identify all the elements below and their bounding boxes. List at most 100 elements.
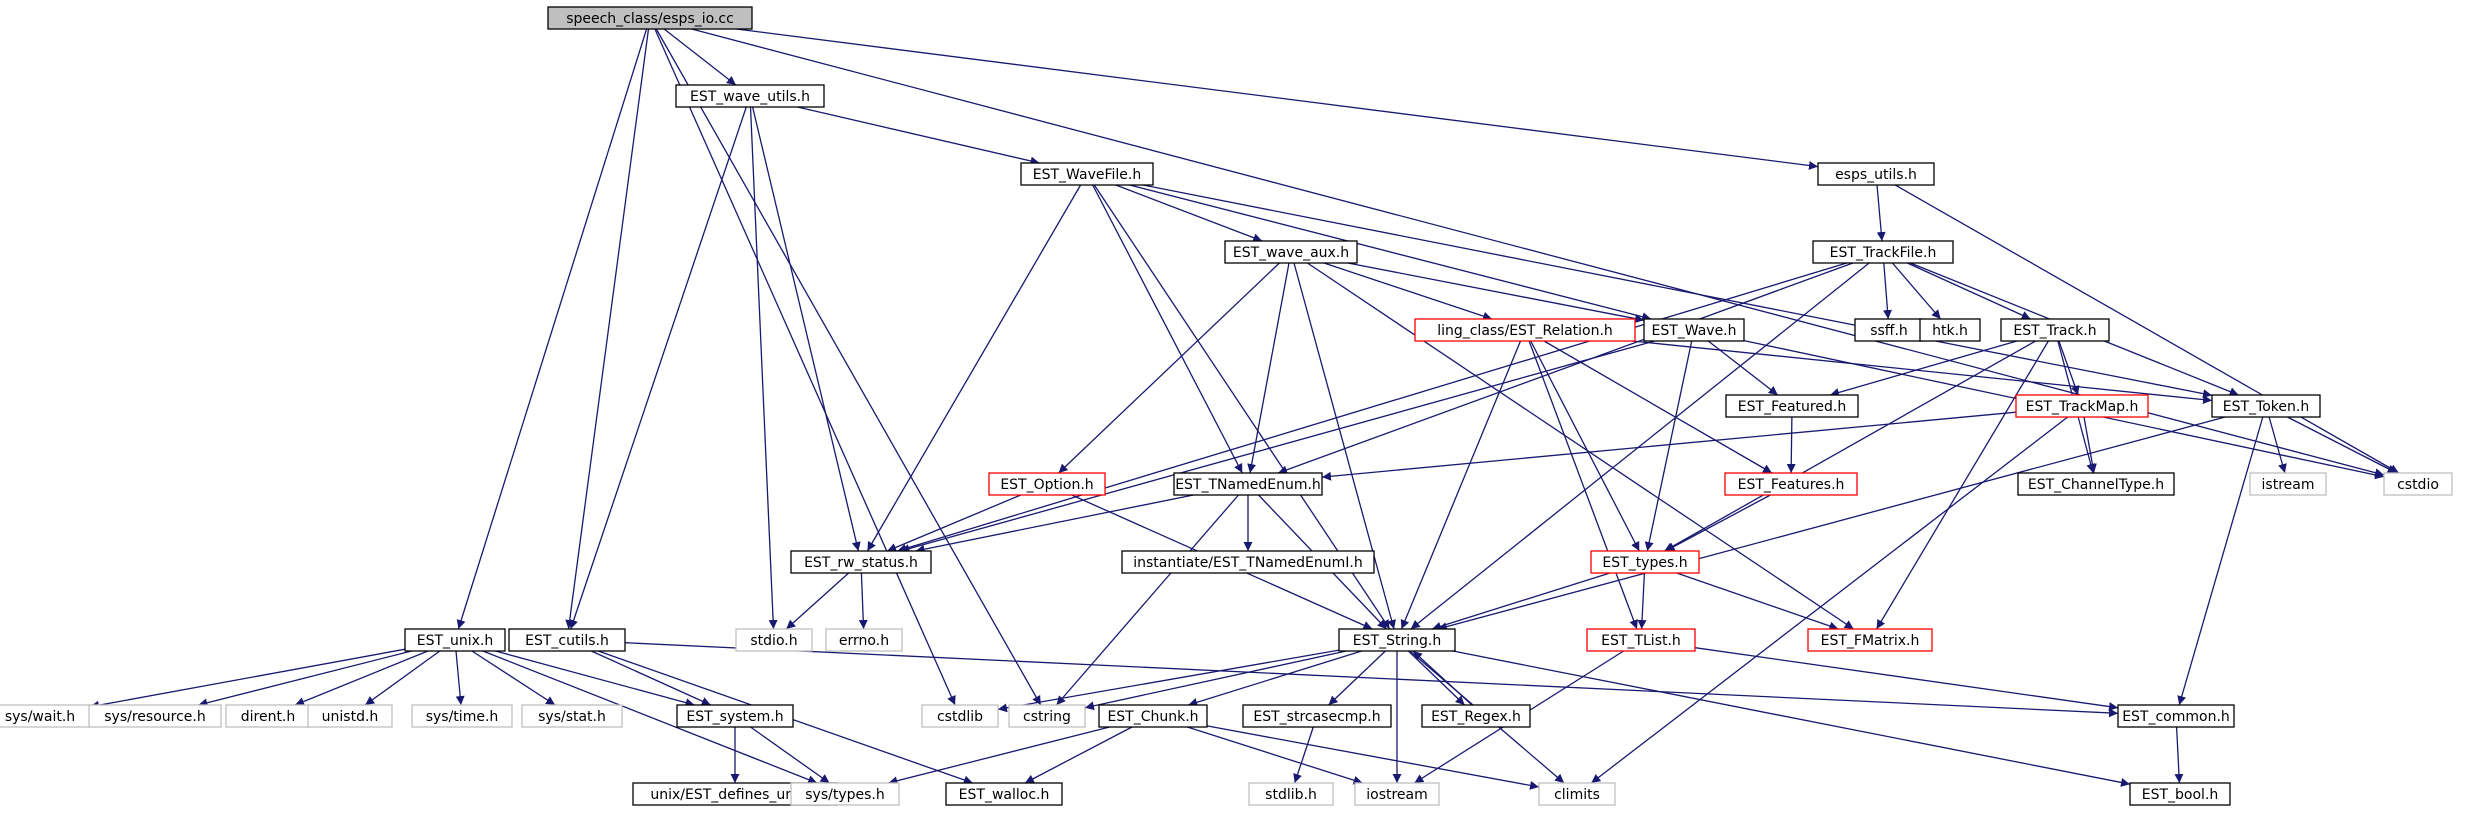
graph-edge-root-to-esps-utils-h: [736, 28, 1819, 170]
graph-node-est-system-h[interactable]: EST_system.h: [676, 704, 794, 728]
graph-node-box: [675, 84, 825, 108]
graph-node-label: EST_system.h: [686, 709, 783, 725]
graph-node-root[interactable]: speech_class/esps_io.cc: [547, 6, 753, 30]
graph-node-label: ling_class/EST_Relation.h: [1437, 323, 1613, 339]
graph-node-est-featured-h[interactable]: EST_Featured.h: [1725, 394, 1859, 418]
graph-node-label: EST_TrackMap.h: [2026, 399, 2139, 415]
graph-node-label: dirent.h: [241, 709, 296, 725]
graph-node-cstdlib: cstdlib: [921, 704, 999, 728]
graph-node-label: EST_Option.h: [1000, 477, 1093, 493]
graph-edge-est-token-h-to-istream: [2268, 416, 2287, 474]
graph-edge-est-unix-h-to-dirent-h: [294, 650, 429, 706]
graph-edge-est-trackfile-h-to-est-tnamedenum-h: [1277, 262, 1854, 475]
graph-node-sys-wait-h: sys/wait.h: [0, 704, 91, 728]
graph-node-label: unistd.h: [322, 709, 379, 725]
graph-node-box: [1008, 704, 1086, 728]
graph-edge-est-token-h-to-est-string-h: [1437, 416, 2226, 632]
graph-edge-root-to-cstdlib: [654, 28, 956, 706]
graph-node-box: [2211, 394, 2321, 418]
graph-edge-est-unix-h-to-est-system-h: [495, 650, 695, 707]
graph-edge-root-to-cstring: [655, 28, 1042, 706]
graph-node-box: [1586, 628, 1696, 652]
graph-edge-est-relation-h-to-est-string-h: [1400, 340, 1522, 630]
graph-edge-est-wave-utils-h-to-stdio-h: [749, 106, 778, 630]
graph-node-est-walloc-h[interactable]: EST_walloc.h: [945, 782, 1063, 806]
graph-node-box: [1590, 550, 1700, 574]
graph-node-est-chunk-h[interactable]: EST_Chunk.h: [1098, 704, 1208, 728]
graph-node-est-bool-h[interactable]: EST_bool.h: [2129, 782, 2231, 806]
graph-node-label: EST_rw_status.h: [804, 555, 918, 571]
graph-edge-est-regex-h-to-est-string-h: [1412, 650, 1473, 706]
graph-node-label: cstdio: [2397, 477, 2439, 493]
graph-node-est-trackfile-h[interactable]: EST_TrackFile.h: [1812, 240, 1954, 264]
graph-node-label: EST_strcasecmp.h: [1253, 709, 1380, 725]
graph-node-label: htk.h: [1932, 323, 1968, 339]
graph-node-label: EST_walloc.h: [959, 787, 1050, 803]
graph-node-box: [1421, 704, 1531, 728]
graph-edge-est-wavefile-h-to-est-wave-h: [1129, 184, 1652, 322]
graph-node-est-tlist-h[interactable]: EST_TList.h: [1586, 628, 1696, 652]
graph-node-est-token-h[interactable]: EST_Token.h: [2211, 394, 2321, 418]
graph-node-est-relation-h[interactable]: ling_class/EST_Relation.h: [1414, 318, 1636, 342]
graph-node-est-types-h[interactable]: EST_types.h: [1590, 550, 1700, 574]
graph-node-label: istream: [2262, 477, 2315, 493]
graph-node-box: [2017, 472, 2175, 496]
graph-edge-est-option-h-to-est-rw-status-h: [886, 494, 1022, 552]
graph-node-instantiate-h[interactable]: instantiate/EST_TNamedEnumI.h: [1121, 550, 1375, 574]
graph-edge-est-wavefile-h-to-est-tnamedenum-h: [1092, 184, 1243, 474]
graph-node-box: [735, 628, 813, 652]
graph-node-box: [1242, 704, 1392, 728]
graph-node-est-trackmap-h[interactable]: EST_TrackMap.h: [2015, 394, 2149, 418]
graph-node-est-wave-aux-h[interactable]: EST_wave_aux.h: [1224, 240, 1358, 264]
graph-node-est-wave-utils-h[interactable]: EST_wave_utils.h: [675, 84, 825, 108]
graph-node-est-track-h[interactable]: EST_Track.h: [2000, 318, 2110, 342]
graph-node-est-common-h[interactable]: EST_common.h: [2117, 704, 2235, 728]
graph-node-label: EST_Track.h: [2013, 323, 2096, 339]
graph-node-box: [2015, 394, 2149, 418]
graph-node-box: [1919, 318, 1981, 342]
graph-edge-est-unix-h-to-sys-time-h: [455, 650, 465, 706]
graph-node-dirent-h: dirent.h: [225, 704, 311, 728]
graph-node-unix-est-defines-unix-h[interactable]: unix/EST_defines_unix.h: [632, 782, 838, 806]
graph-edge-esps-utils-h-to-cstdio: [1894, 184, 2400, 474]
graph-edge-est-track-h-to-est-fmatrix-h: [1876, 340, 2049, 630]
graph-edge-est-wave-aux-h-to-est-tnamedenum-h: [1247, 262, 1290, 474]
graph-node-box: [1224, 240, 1358, 264]
graph-node-est-wave-h[interactable]: EST_Wave.h: [1643, 318, 1745, 342]
graph-node-label: EST_Features.h: [1738, 477, 1845, 493]
graph-node-est-strcasecmp-h[interactable]: EST_strcasecmp.h: [1242, 704, 1392, 728]
graph-node-unistd-h: unistd.h: [307, 704, 393, 728]
graph-edge-root-to-est-cutils-h: [565, 28, 650, 630]
graph-node-est-cutils-h[interactable]: EST_cutils.h: [508, 628, 626, 652]
graph-node-est-tnamedenum-h[interactable]: EST_TNamedEnum.h: [1173, 472, 1323, 496]
graph-edge-est-chunk-h-to-est-walloc-h: [1024, 726, 1133, 784]
graph-node-htk-h[interactable]: htk.h: [1919, 318, 1981, 342]
graph-edge-est-token-h-to-est-common-h: [2177, 416, 2264, 706]
graph-node-label: cstring: [1023, 709, 1071, 725]
graph-edge-est-tnamedenum-h-to-est-rw-status-h: [915, 494, 1194, 554]
graph-node-est-fmatrix-h[interactable]: EST_FMatrix.h: [1807, 628, 1933, 652]
graph-edge-est-unix-h-to-sys-wait-h: [89, 648, 406, 710]
graph-node-box: [88, 704, 222, 728]
graph-node-est-string-h[interactable]: EST_String.h: [1338, 628, 1456, 652]
graph-node-est-option-h[interactable]: EST_Option.h: [988, 472, 1106, 496]
graph-edge-root-to-est-wave-utils-h: [663, 28, 737, 86]
graph-node-est-unix-h[interactable]: EST_unix.h: [404, 628, 506, 652]
graph-edge-est-rw-status-h-to-errno-h: [858, 572, 868, 630]
graph-node-box: [508, 628, 626, 652]
graph-node-est-rw-status-h[interactable]: EST_rw_status.h: [790, 550, 932, 574]
graph-node-box: [2383, 472, 2453, 496]
graph-node-istream: istream: [2249, 472, 2327, 496]
graph-node-box: [411, 704, 513, 728]
graph-node-esps-utils-h[interactable]: esps_utils.h: [1817, 162, 1935, 186]
graph-node-est-channeltype-h[interactable]: EST_ChannelType.h: [2017, 472, 2175, 496]
graph-node-box: [2129, 782, 2231, 806]
graph-node-est-features-h[interactable]: EST_Features.h: [1724, 472, 1858, 496]
graph-node-est-regex-h[interactable]: EST_Regex.h: [1421, 704, 1531, 728]
graph-node-ssff-h[interactable]: ssff.h: [1854, 318, 1924, 342]
graph-node-est-wavefile-h[interactable]: EST_WaveFile.h: [1020, 162, 1154, 186]
graph-edge-est-types-h-to-est-string-h: [1431, 572, 1611, 631]
graph-edge-est-types-h-to-est-fmatrix-h: [1676, 572, 1839, 631]
graph-edge-est-trackfile-h-to-htk-h: [1891, 262, 1942, 320]
graph-node-label: EST_types.h: [1602, 555, 1687, 571]
